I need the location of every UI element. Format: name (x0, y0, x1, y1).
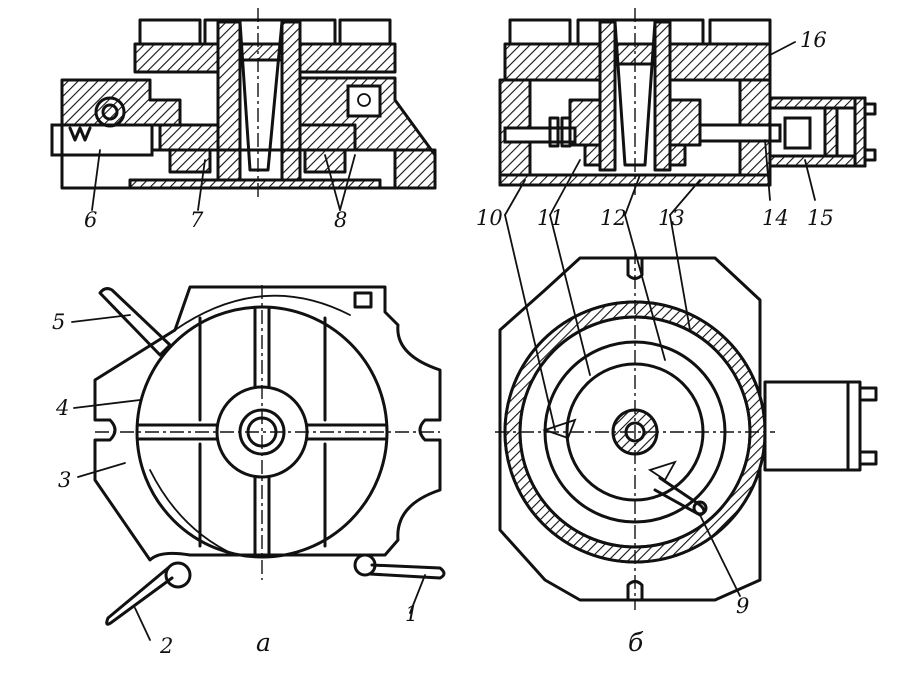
bolt-head (353, 291, 373, 309)
leader-9 (699, 514, 741, 597)
spring (68, 126, 92, 142)
spindle-right-wall (653, 20, 672, 172)
plan-view-b (495, 250, 878, 610)
ratchet-right (668, 98, 702, 147)
t-slot-block (708, 18, 772, 46)
bolt-head (858, 386, 878, 402)
piston-rod (698, 123, 782, 143)
bearing-right (303, 148, 347, 174)
label-13: 13 (658, 206, 685, 230)
edge-arc (149, 469, 236, 556)
label-16: 16 (800, 28, 827, 52)
spindle-left-wall (598, 20, 617, 172)
leader-7 (197, 159, 206, 211)
leader-12 (624, 174, 641, 216)
leader-11 (549, 159, 581, 216)
label-1: 1 (405, 602, 419, 626)
leader-5 (71, 314, 131, 323)
clamp-screw-icon (357, 93, 371, 107)
label-8: 8 (334, 208, 348, 232)
leader-14 (764, 139, 771, 201)
pawl-left (542, 418, 577, 440)
pawl-right (647, 460, 677, 482)
label-14: 14 (762, 206, 789, 230)
lever-handle (368, 563, 446, 580)
clamp-cap (346, 84, 382, 118)
base-outline (498, 256, 762, 602)
leader-4 (73, 399, 141, 409)
label-10: 10 (476, 206, 503, 230)
label-9: 9 (736, 594, 750, 618)
pawl-collar (560, 116, 572, 148)
leader-6 (91, 149, 101, 211)
leader-12 (624, 214, 666, 361)
t-slot-parallel (198, 316, 327, 548)
table-plate (503, 42, 772, 82)
caption-b: б (628, 628, 644, 657)
base-outline (93, 285, 442, 562)
worm-wheel-left (158, 123, 220, 152)
piston-seal (823, 106, 839, 158)
cylinder-wall-bottom (768, 154, 867, 168)
piston (783, 116, 812, 150)
lever-handle (105, 566, 174, 626)
bolt-head (858, 450, 878, 466)
spindle-left-wall (216, 20, 242, 182)
label-6: 6 (84, 208, 98, 232)
bolt-head (863, 148, 877, 162)
worm-shaft (50, 123, 154, 157)
handle-hub (164, 561, 192, 589)
caption-a: а (256, 628, 271, 657)
t-slot-block (138, 18, 202, 46)
pawl-rod (503, 126, 577, 144)
leader-3 (77, 462, 126, 478)
leader-13 (669, 179, 701, 216)
bolt-head (863, 102, 877, 116)
spindle-right-wall (280, 20, 302, 182)
plan-view-a (93, 285, 446, 626)
leader-lines (71, 41, 816, 641)
base-plate (128, 178, 382, 190)
bearing-right (668, 143, 687, 167)
hydraulic-cylinder (763, 380, 862, 472)
t-slot-block (508, 18, 572, 46)
leader-10 (504, 214, 556, 431)
clamp-handle (98, 287, 172, 357)
leader-15 (804, 159, 816, 201)
eccentric (94, 96, 126, 128)
eccentric-center (101, 103, 119, 121)
t-slot-block (338, 18, 392, 46)
leader-8 (324, 154, 341, 211)
leader-10 (504, 179, 526, 216)
leader-8 (339, 154, 356, 211)
label-5: 5 (52, 310, 66, 334)
spindle-taper (238, 20, 284, 172)
leader-16 (769, 41, 796, 56)
leader-11 (549, 214, 591, 376)
section-view-a (50, 8, 437, 198)
label-3: 3 (58, 468, 72, 492)
lever-pin (692, 500, 708, 516)
leader-1 (409, 574, 426, 614)
t-slot-vertical (253, 306, 271, 558)
label-11: 11 (537, 206, 564, 230)
rotary-table (135, 305, 389, 559)
label-15: 15 (807, 206, 834, 230)
label-7: 7 (190, 208, 204, 232)
t-slot-horizontal (136, 423, 388, 441)
cylinder-cap (853, 96, 867, 168)
pawl-collar (548, 116, 560, 148)
label-12: 12 (600, 206, 627, 230)
cylinder-wall-top (768, 96, 867, 110)
table-plate (133, 42, 397, 74)
t-slot-block (576, 18, 705, 46)
bearing-left (583, 143, 602, 167)
label-2: 2 (160, 634, 174, 658)
label-4: 4 (56, 396, 70, 420)
section-view-b (498, 8, 877, 195)
leader-13 (669, 214, 691, 331)
leader-2 (134, 607, 151, 641)
worm-wheel-right (298, 123, 357, 152)
